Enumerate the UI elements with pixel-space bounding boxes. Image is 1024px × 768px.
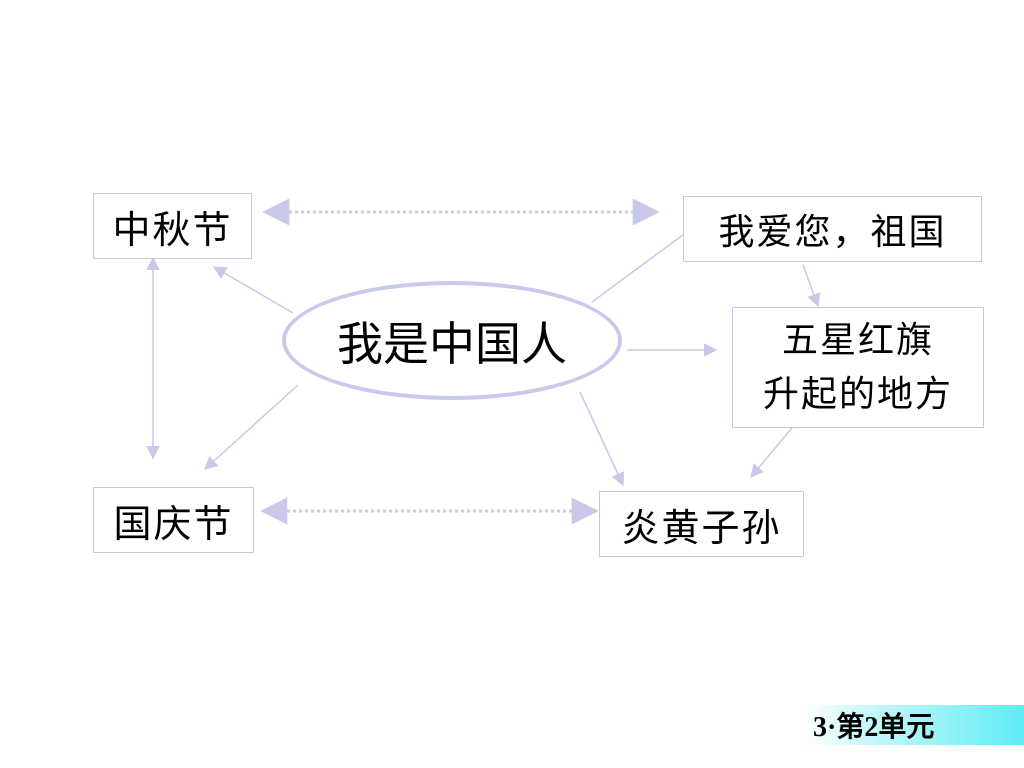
footer-unit-label: 3·第2单元 [813, 712, 935, 743]
node-wuxinghongqi-line2: 升起的地方 [762, 373, 953, 415]
node-wuxinghongqi: 五星红旗 升起的地方 [732, 307, 984, 428]
node-wuxinghongqi-line1: 五星红旗 [781, 319, 934, 361]
line-center-aizuguo [591, 228, 692, 303]
node-zhongqiujie: 中秋节 [93, 193, 252, 259]
arrow-aizuguo-wuxing [802, 264, 821, 308]
footer-unit-tab: 3·第2单元 [803, 705, 1024, 745]
node-yanhuangzisun: 炎黄子孙 [599, 491, 804, 557]
arrow-wuxing-yanhuang [750, 422, 797, 479]
arrow-center-zhongqiu [212, 266, 294, 314]
arrow-center-yanhuang [579, 391, 625, 487]
arrow-center-guoqing [203, 384, 299, 470]
center-label: 我是中国人 [337, 316, 567, 371]
node-woaininzuguo: 我爱您，祖国 [683, 196, 982, 262]
node-guoqingjie: 国庆节 [93, 487, 254, 553]
center-oval: 我是中国人 [282, 281, 622, 400]
